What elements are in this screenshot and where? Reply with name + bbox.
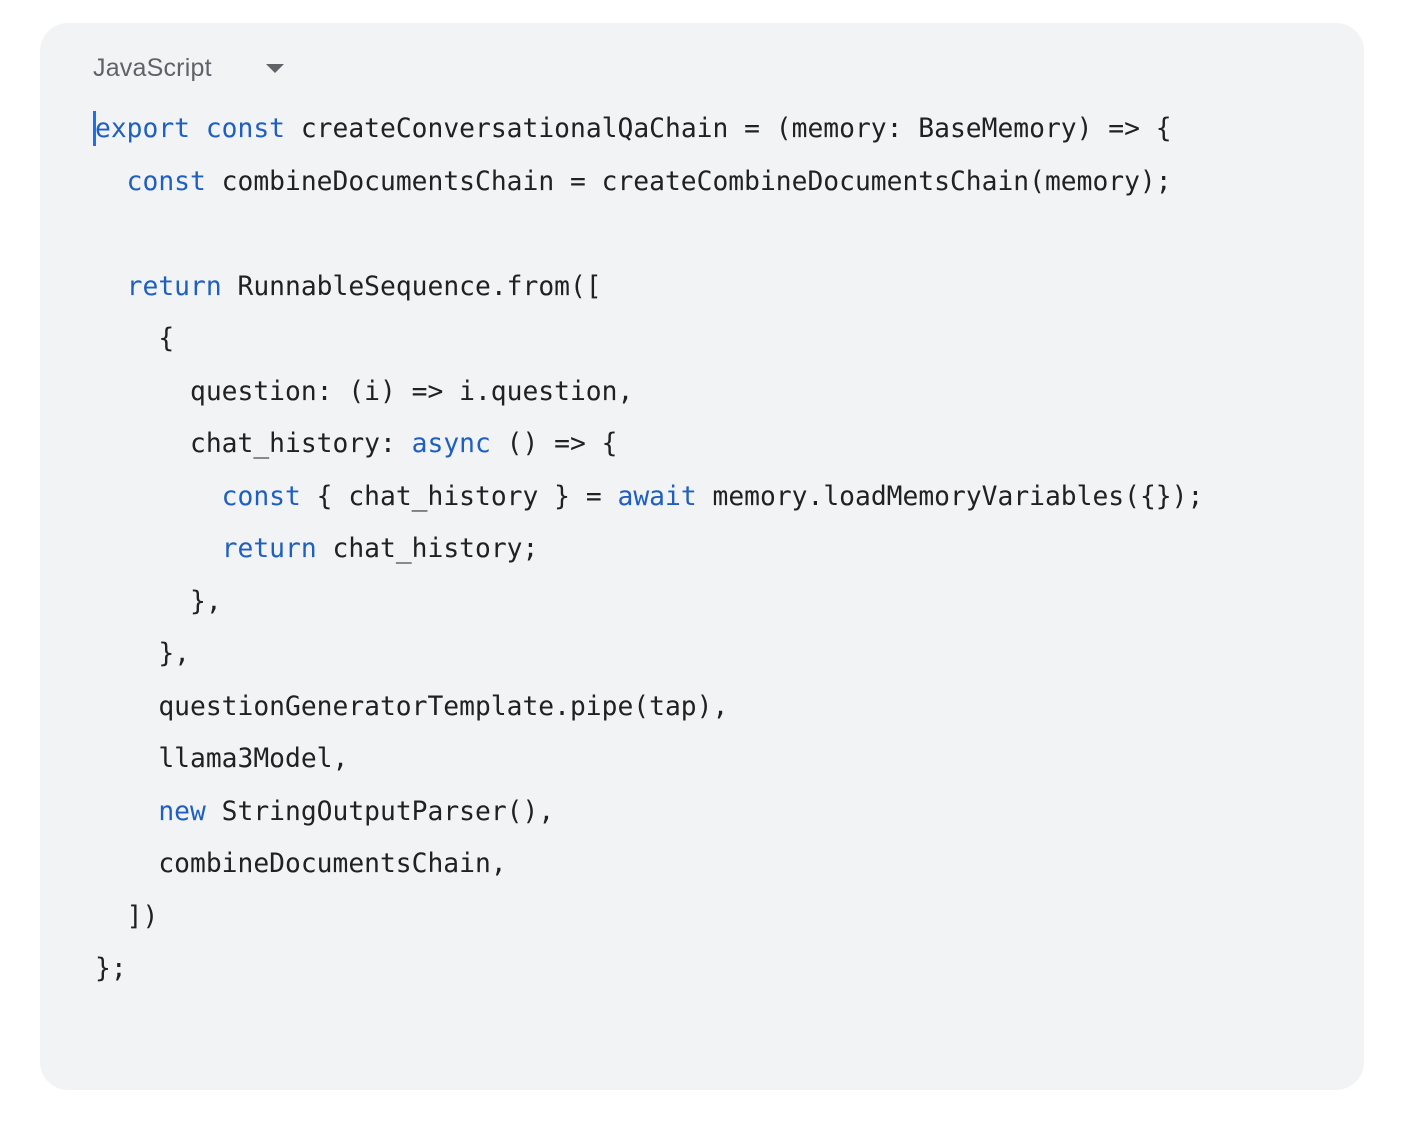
- code-line: const { chat_history } = await memory.lo…: [95, 471, 1204, 524]
- code-text: [95, 167, 127, 197]
- code-text: [95, 482, 222, 512]
- chevron-down-icon: [265, 63, 284, 73]
- code-keyword: await: [617, 481, 697, 512]
- code-line: },: [95, 628, 1203, 681]
- code-text: RunnableSequence.from([: [221, 271, 602, 302]
- code-line: question: (i) => i.question,: [95, 366, 1203, 419]
- code-text: [95, 797, 158, 827]
- code-line: export const createConversationalQaChain…: [95, 103, 1203, 156]
- code-line: return RunnableSequence.from([: [95, 261, 1203, 314]
- code-line: {: [95, 313, 1203, 366]
- code-line: };: [95, 943, 1203, 996]
- code-block: JavaScript export const createConversati…: [40, 23, 1364, 1090]
- code-keyword: const: [221, 481, 301, 512]
- code-text: combineDocumentsChain = createCombineDoc…: [205, 166, 1172, 197]
- code-keyword: return: [221, 534, 317, 564]
- code-line: [95, 208, 1203, 261]
- code-line: },: [95, 576, 1203, 629]
- code-text: [190, 114, 206, 144]
- code-text: llama3Model,: [95, 744, 349, 774]
- code-line: questionGeneratorTemplate.pipe(tap),: [95, 681, 1203, 734]
- code-keyword: export: [95, 114, 190, 144]
- code-text: [95, 272, 127, 302]
- code-text: createConversationalQaChain = (memory: B…: [285, 114, 1172, 144]
- code-text: StringOutputParser(),: [205, 796, 555, 827]
- code-keyword: const: [205, 114, 286, 144]
- code-line: const combineDocumentsChain = createComb…: [95, 156, 1203, 209]
- code-line: chat_history: async () => {: [95, 418, 1203, 471]
- code-keyword: const: [126, 166, 206, 197]
- code-line: new StringOutputParser(),: [95, 786, 1203, 839]
- code-line: llama3Model,: [95, 733, 1203, 786]
- code-text: },: [95, 639, 190, 669]
- code-text: { chat_history } =: [300, 481, 618, 512]
- code-keyword: return: [126, 271, 222, 302]
- code-keyword: new: [158, 796, 206, 827]
- code-line: return chat_history;: [95, 523, 1203, 576]
- language-dropdown[interactable]: JavaScript: [93, 51, 284, 85]
- code-editor[interactable]: export const createConversationalQaChain…: [95, 103, 1203, 996]
- code-text: {: [95, 324, 175, 354]
- code-line: combineDocumentsChain,: [95, 838, 1203, 891]
- language-label: JavaScript: [93, 53, 212, 82]
- text-cursor: [93, 111, 96, 146]
- code-text: () => {: [490, 429, 618, 459]
- code-text: memory.loadMemoryVariables({});: [696, 481, 1204, 512]
- code-text: [95, 534, 222, 564]
- code-text: ]): [95, 901, 159, 932]
- code-text: chat_history;: [316, 534, 539, 564]
- code-text: },: [95, 586, 222, 617]
- code-text: chat_history:: [95, 429, 412, 459]
- code-text: questionGeneratorTemplate.pipe(tap),: [95, 691, 729, 722]
- code-text: };: [95, 954, 127, 984]
- code-text: question: (i) => i.question,: [95, 376, 634, 407]
- code-keyword: async: [411, 429, 491, 459]
- code-line: ]): [95, 891, 1203, 944]
- code-text: combineDocumentsChain,: [95, 849, 507, 879]
